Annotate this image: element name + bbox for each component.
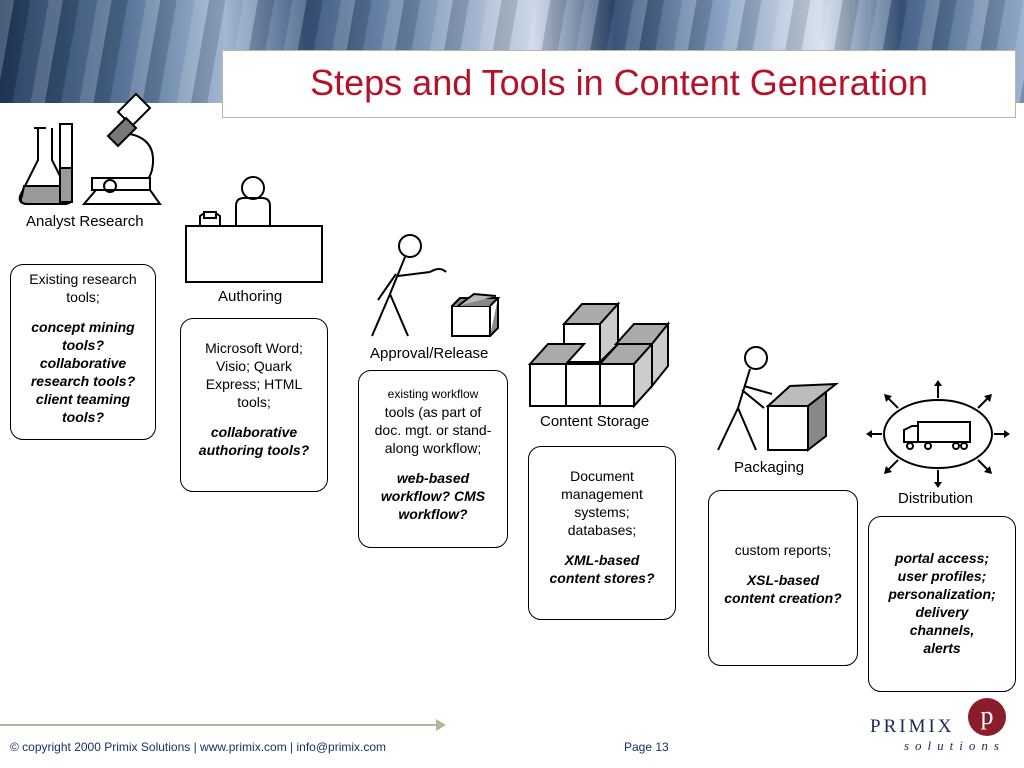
box-question: collaborative [210,424,298,440]
box-text: custom reports; [734,542,832,558]
storage-boxes-icon [527,301,671,409]
slide-title: Steps and Tools in Content Generation [310,62,928,103]
footer-copyright: © copyright 2000 Primix Solutions | www.… [10,740,387,754]
box-question: XSL-based [746,572,820,588]
box-text: management [561,486,643,502]
tools-box-analyst-research: Existing research tools; concept mining … [10,264,156,440]
tools-box-approval-release: existing workflow tools (as part of doc.… [358,370,508,548]
box-question: client teaming [35,391,131,407]
packaging-person-icon [717,346,840,453]
box-text: Express; HTML [205,376,303,392]
box-text: databases; [567,522,637,538]
box-question: portal access; [894,550,990,566]
tools-box-distribution: portal access; user profiles; personaliz… [868,516,1016,692]
box-text: tools; [237,394,271,410]
box-question: user profiles; [897,568,987,584]
logo-tagline: solutions [904,738,1005,753]
box-text: Existing research [29,271,137,287]
box-question: tools? [62,409,104,425]
tools-box-content-storage: Document management systems; databases; … [528,446,676,620]
step-label-distribution: Distribution [898,490,974,507]
author-at-desk-icon [185,176,323,283]
box-text: Microsoft Word; [205,340,303,356]
box-text: Visio; Quark [216,358,292,374]
release-person-icon [371,234,501,337]
tools-box-packaging: custom reports; XSL-based content creati… [708,490,858,666]
box-question: delivery [915,604,969,620]
page-number: Page 13 [624,740,669,754]
box-question: web-based [396,470,470,486]
box-question: channels, [909,622,975,638]
box-question: authoring tools? [198,442,310,458]
title-panel [222,50,1016,118]
step-label-content-storage: Content Storage [540,413,650,430]
box-question: content stores? [549,570,655,586]
logo-wordmark: PRIMIX [870,716,955,737]
box-question: concept mining [31,319,135,335]
box-text: systems; [574,504,630,520]
box-question: workflow? [398,506,468,522]
box-text: tools; [66,289,100,305]
tools-box-authoring: Microsoft Word; Visio; Quark Express; HT… [180,318,328,492]
step-label-authoring: Authoring [218,288,283,305]
footer-divider [0,724,440,726]
box-text: tools (as part of [384,404,482,420]
box-question: alerts [923,640,961,656]
distribution-truck-icon [870,384,1006,484]
step-label-packaging: Packaging [734,459,805,476]
step-label-analyst-research: Analyst Research [26,213,144,230]
box-text: along workflow; [384,440,482,456]
footer-arrow-icon [436,719,446,731]
box-text: Document [570,468,634,484]
box-text: existing workflow [387,387,479,401]
box-question: tools? [62,337,104,353]
box-question: content creation? [724,590,842,606]
box-question: workflow? CMS [380,488,486,504]
logo-mark-icon: p [968,698,1006,736]
step-label-approval-release: Approval/Release [370,345,489,362]
lab-equipment-icon [18,92,162,205]
box-question: XML-based [564,552,640,568]
box-question: collaborative [39,355,127,371]
box-question: personalization; [888,586,996,602]
box-text: doc. mgt. or stand- [374,422,492,438]
box-question: research tools? [30,373,136,389]
